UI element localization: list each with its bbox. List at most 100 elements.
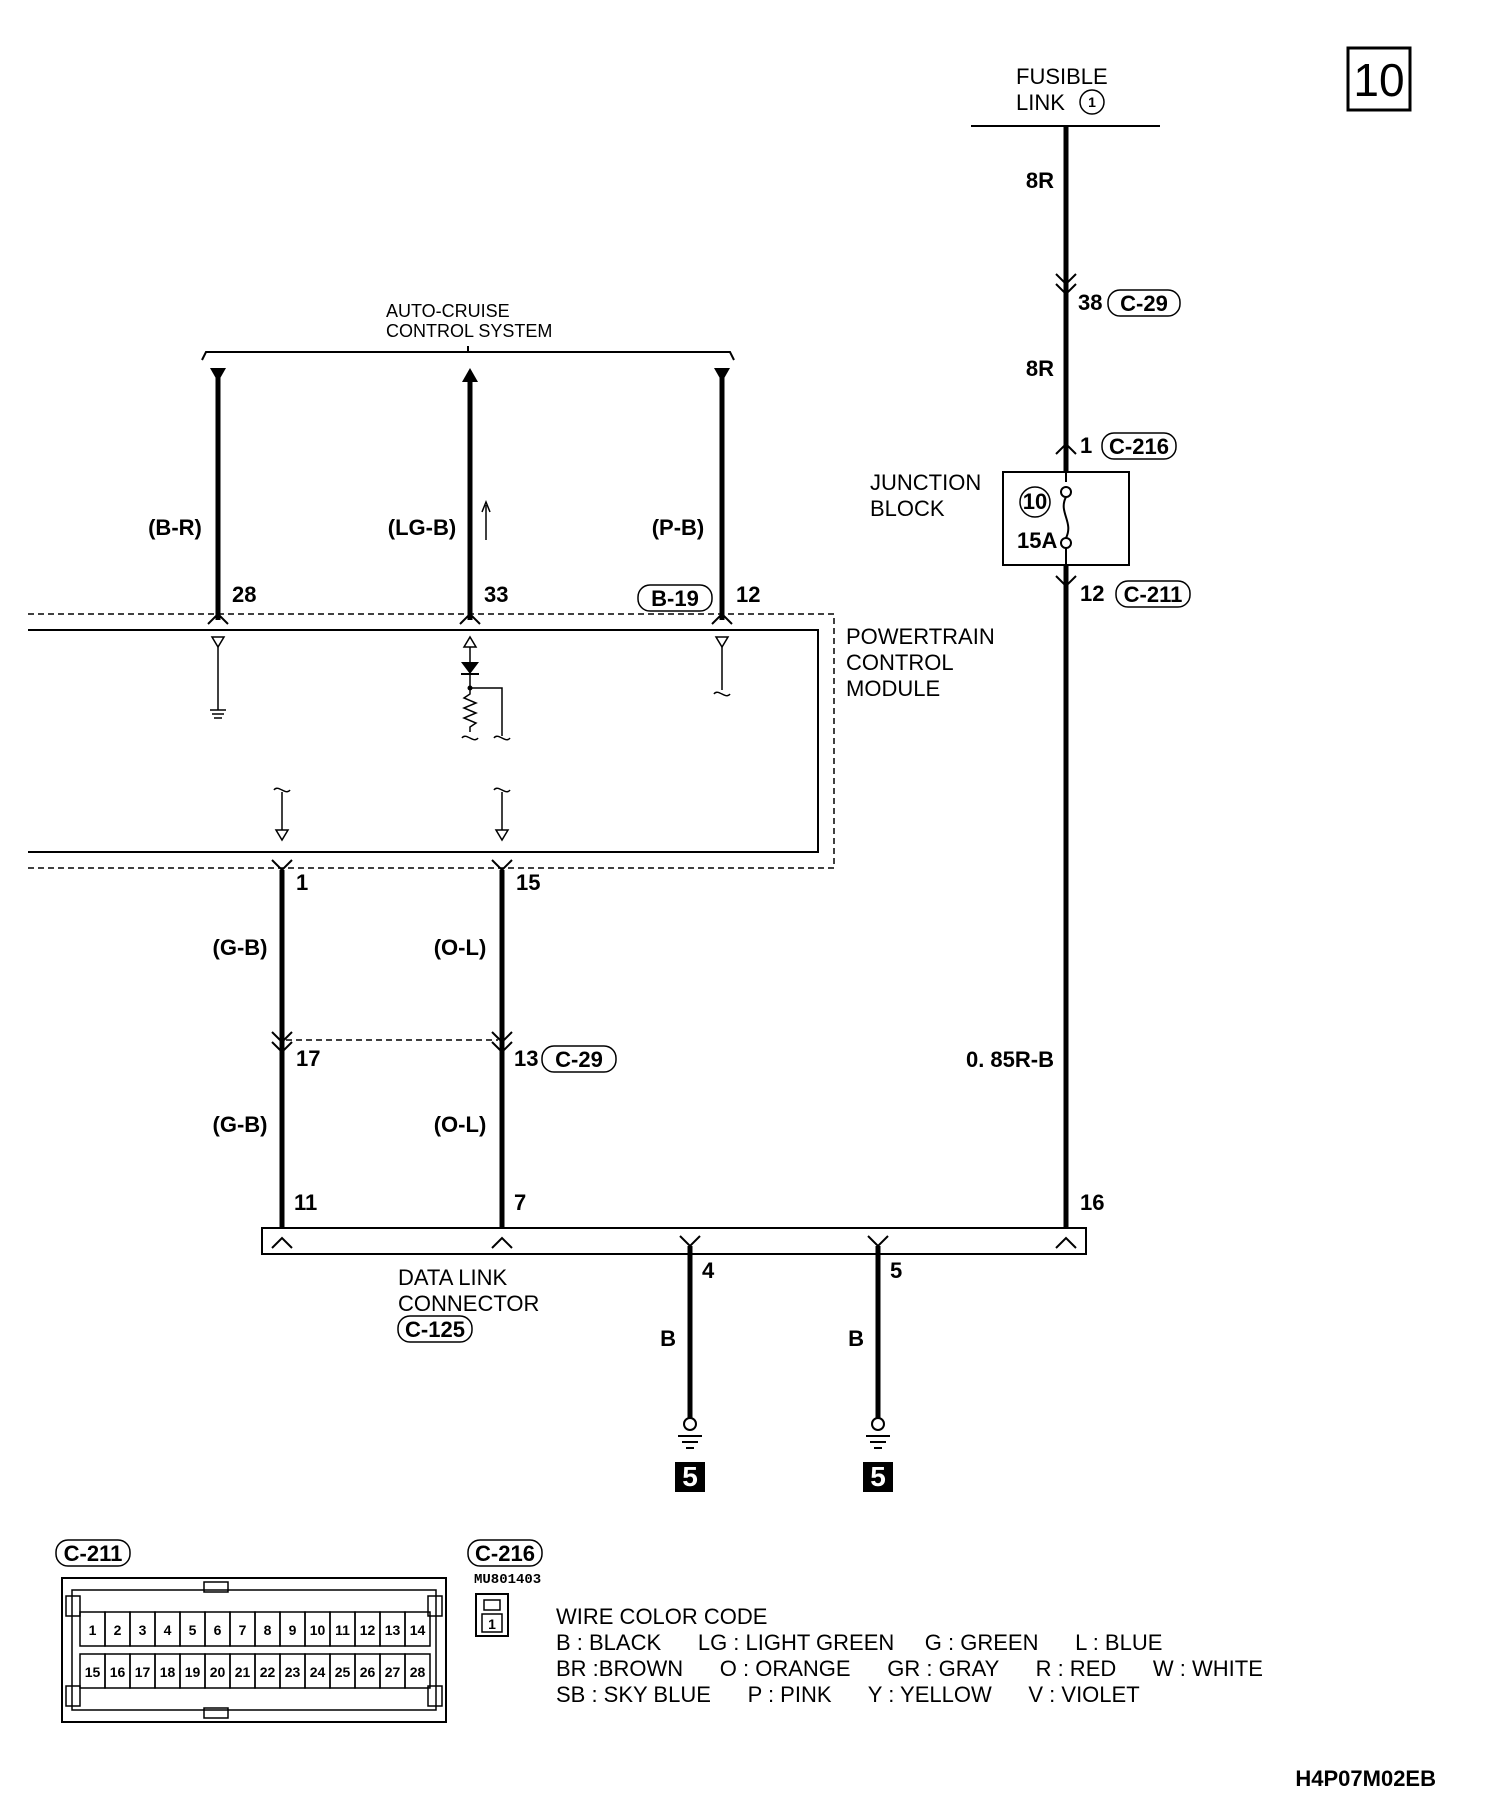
fuse-rating: 15A <box>1017 528 1057 553</box>
pcm-label-3: MODULE <box>846 676 940 701</box>
c216-view-label: C-216 <box>475 1541 535 1566</box>
ground-2: 5 <box>863 1417 893 1492</box>
c216-connector-view: C-216 MU801403 1 <box>467 1539 543 1637</box>
powertrain-control-module: POWERTRAIN CONTROL MODULE <box>28 613 995 869</box>
c211-pin-label: 3 <box>139 1622 147 1638</box>
legend-title: WIRE COLOR CODE <box>556 1604 767 1629</box>
c211-pin-label: 16 <box>110 1664 126 1680</box>
pin-33: 33 <box>484 582 508 607</box>
dlc-signal-wires: 1 15 (G-B) (O-L) 17 13 C-29 (G-B) (O-L) <box>213 859 617 1236</box>
pin-17-c29: 17 <box>296 1046 320 1071</box>
connector-c29-bottom: C-29 <box>555 1047 603 1072</box>
connector-c216: C-216 <box>1109 434 1169 459</box>
c211-pin-label: 8 <box>264 1622 272 1638</box>
c211-pin-label: 6 <box>214 1622 222 1638</box>
c211-pin-label: 24 <box>310 1664 326 1680</box>
c211-pin-label: 20 <box>210 1664 226 1680</box>
legend-line-1: B : BLACK LG : LIGHT GREEN G : GREEN L :… <box>556 1630 1162 1655</box>
ground-1: 5 <box>675 1417 705 1492</box>
c211-pin-label: 14 <box>410 1622 426 1638</box>
pcm-label: POWERTRAIN <box>846 624 995 649</box>
wire-label-8r-top: 8R <box>1026 168 1054 193</box>
c211-pin-label: 18 <box>160 1664 176 1680</box>
pin-28: 28 <box>232 582 256 607</box>
fuse-number: 10 <box>1023 489 1047 514</box>
pin-38-label: 38 <box>1078 290 1102 315</box>
connector-c29-top: C-29 <box>1120 291 1168 316</box>
pin-7-dlc: 7 <box>514 1190 526 1215</box>
c211-pin-label: 12 <box>360 1622 376 1638</box>
c211-pin-label: 15 <box>85 1664 101 1680</box>
ground-ref-2: 5 <box>870 1461 886 1492</box>
c211-pin-label: 2 <box>114 1622 122 1638</box>
data-link-connector: 11 7 16 4 5 B B DATA LINK CONNECTOR C-12… <box>261 1190 1104 1418</box>
c211-pin-label: 7 <box>239 1622 247 1638</box>
c211-pin-label: 13 <box>385 1622 401 1638</box>
fusible-link-label: FUSIBLE <box>1016 64 1108 89</box>
c211-pin-label: 11 <box>335 1622 350 1638</box>
dlc-label-2: CONNECTOR <box>398 1291 539 1316</box>
connector-c125: C-125 <box>405 1317 465 1342</box>
junction-block-label: JUNCTION <box>870 470 981 495</box>
acs-label-2: CONTROL SYSTEM <box>386 321 552 341</box>
pin-12-b19: 12 <box>736 582 760 607</box>
legend-line-2: BR :BROWN O : ORANGE GR : GRAY R : RED W… <box>556 1656 1263 1681</box>
c211-pin-label: 26 <box>360 1664 376 1680</box>
c211-pin-label: 4 <box>164 1622 172 1638</box>
pin-11-dlc: 11 <box>294 1190 317 1215</box>
connector-b19: B-19 <box>651 586 699 611</box>
wire-label-085rb: 0. 85R-B <box>966 1047 1054 1072</box>
pcm-label-2: CONTROL <box>846 650 954 675</box>
junction-block-label-2: BLOCK <box>870 496 945 521</box>
c211-pin-label: 25 <box>335 1664 351 1680</box>
wire-label-lgb: (LG-B) <box>388 515 456 540</box>
wire-label-pb: (P-B) <box>652 515 705 540</box>
wire-label-8r-bottom: 8R <box>1026 356 1054 381</box>
c211-pin-label: 28 <box>410 1664 426 1680</box>
pin-13-c29: 13 <box>514 1046 538 1071</box>
ground-ref-1: 5 <box>682 1461 698 1492</box>
wire-label-b-5: B <box>848 1326 864 1351</box>
fusible-link-number: 1 <box>1088 94 1096 110</box>
c216-part-number: MU801403 <box>474 1572 541 1588</box>
c211-pin-cell <box>404 1611 431 1647</box>
connector-c211: C-211 <box>1124 582 1183 607</box>
c211-pin-label: 23 <box>285 1664 301 1680</box>
pin-15-pcm: 15 <box>516 870 540 895</box>
c211-pin-label: 9 <box>289 1622 297 1638</box>
c211-pin-label: 17 <box>135 1664 151 1680</box>
pin-1-c216: 1 <box>1080 433 1092 458</box>
dlc-label: DATA LINK <box>398 1265 508 1290</box>
wire-label-br: (B-R) <box>148 515 202 540</box>
fusible-link-label-2: LINK <box>1016 90 1065 115</box>
wire-label-b-4: B <box>660 1326 676 1351</box>
c211-pin-label: 5 <box>189 1622 197 1638</box>
acs-wires: (B-R) (LG-B) (P-B) 28 33 12 B-19 <box>148 368 760 625</box>
pin-16-dlc: 16 <box>1080 1190 1104 1215</box>
fusible-link: FUSIBLE LINK 1 <box>971 64 1160 127</box>
c211-pin-row-2: 15 16 17 18 19 20 21 22 23 24 25 26 27 28 <box>79 1653 431 1689</box>
c211-pin-cell <box>404 1653 431 1689</box>
junction-block: 10 15A JUNCTION BLOCK 12 C-211 0. 85R-B <box>870 460 1191 1072</box>
page-number-box: 10 <box>1346 46 1412 112</box>
wire-label-gb-1: (G-B) <box>213 935 268 960</box>
page-number: 10 <box>1353 54 1404 106</box>
c211-pin-label: 22 <box>260 1664 276 1680</box>
c211-pin-label: 27 <box>385 1664 401 1680</box>
auto-cruise-system: AUTO-CRUISE CONTROL SYSTEM <box>201 301 735 361</box>
acs-label: AUTO-CRUISE <box>386 301 510 321</box>
c211-view-label: C-211 <box>64 1541 123 1566</box>
c216-pin-1: 1 <box>488 1616 496 1632</box>
c211-pin-label: 21 <box>235 1664 251 1680</box>
c211-pin-label: 19 <box>185 1664 201 1680</box>
c211-pin-label: 1 <box>89 1622 97 1638</box>
pin-5-dlc: 5 <box>890 1258 902 1283</box>
pin-4-dlc: 4 <box>702 1258 715 1283</box>
legend-line-3: SB : SKY BLUE P : PINK Y : YELLOW V : VI… <box>556 1682 1140 1707</box>
document-code: H4P07M02EB <box>1295 1766 1436 1791</box>
pin-12-c211: 12 <box>1080 581 1104 606</box>
power-wire: 8R 38 C-29 8R 1 C-216 <box>1026 126 1181 1240</box>
